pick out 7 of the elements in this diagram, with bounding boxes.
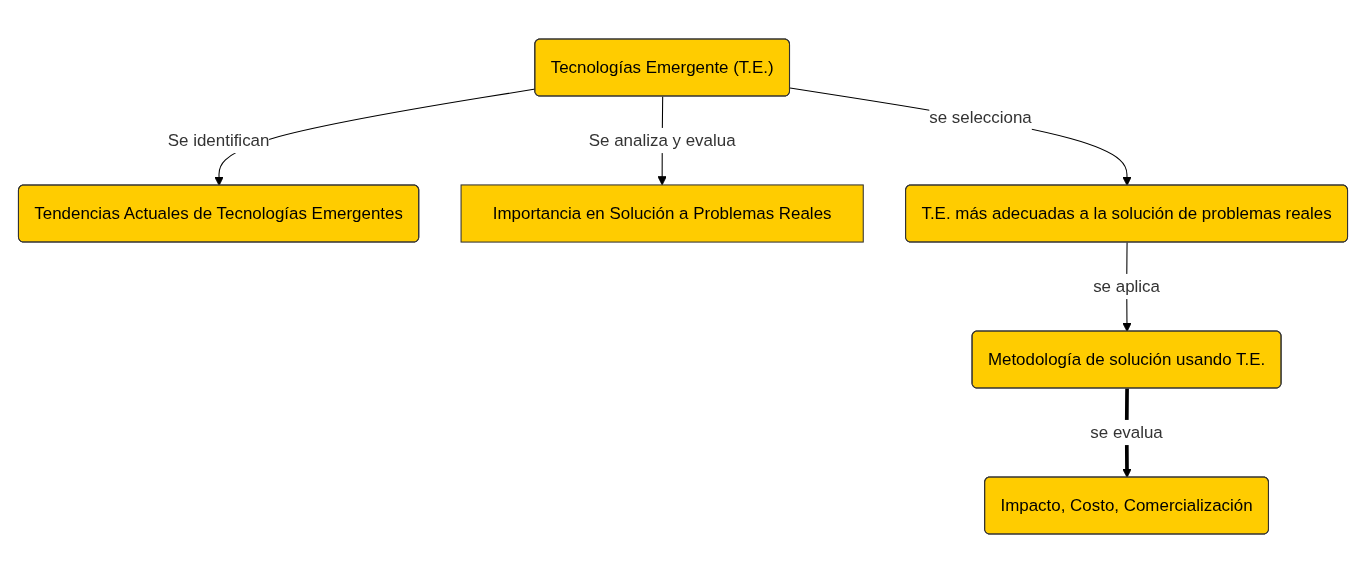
edge-label: se evalua <box>1090 422 1163 441</box>
node-box: Importancia en Solución a Problemas Reales <box>460 184 864 243</box>
edge-label: se aplica <box>1093 276 1160 295</box>
edge-label: Se identifican <box>167 130 270 149</box>
arrow <box>789 87 1132 186</box>
edge-label: Se analiza y evalua <box>588 130 736 149</box>
edge-label: se selecciona <box>929 108 1032 127</box>
